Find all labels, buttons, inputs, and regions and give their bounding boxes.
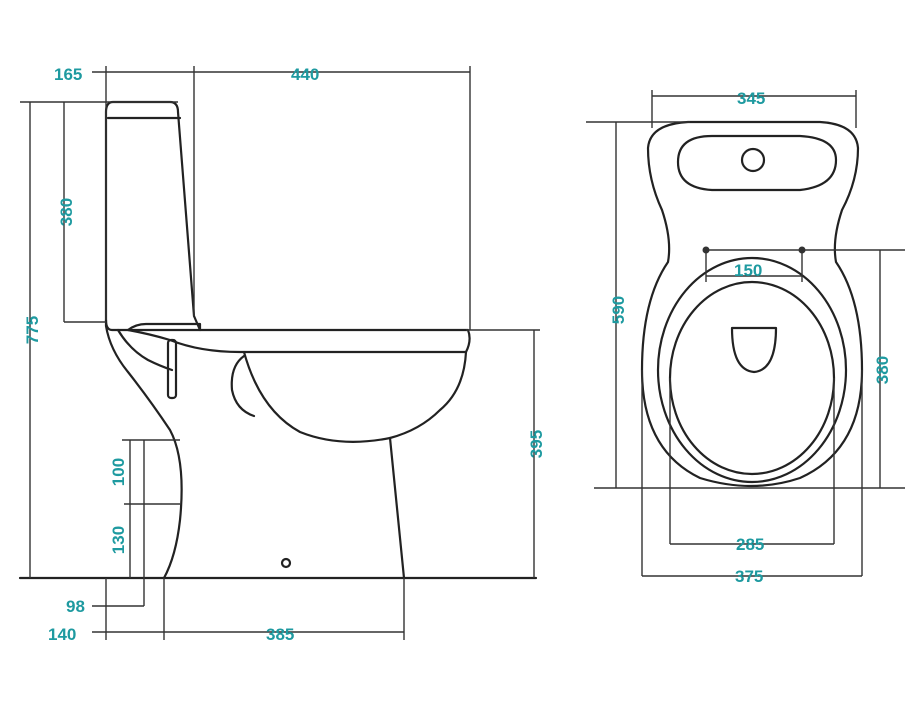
bowl-inner [242, 350, 392, 443]
cistern-outline [104, 100, 202, 332]
tank-recess [676, 134, 838, 192]
label-outlet-offset: 98 [66, 597, 85, 616]
water-outlet [730, 326, 778, 374]
label-bowl-width: 375 [735, 567, 763, 586]
label-tank-depth: 165 [54, 65, 82, 84]
label-wall-offset: 140 [48, 625, 76, 644]
side-view: 165 440 380 775 395 100 130 98 140 385 [18, 65, 546, 644]
label-seat-height: 395 [527, 430, 546, 458]
flush-pipe [166, 338, 178, 400]
bolt-hole [280, 557, 292, 569]
label-total-depth: 440 [291, 65, 319, 84]
side-dimension-lines [20, 66, 540, 640]
label-tank-height: 380 [57, 198, 76, 226]
seat-plate [126, 322, 471, 354]
pan-back-profile [104, 318, 183, 580]
flush-button [740, 147, 766, 173]
outlet-bulge [230, 354, 256, 418]
label-base-width: 285 [736, 535, 764, 554]
label-base-length: 385 [266, 625, 294, 644]
pan-back-inner [116, 328, 174, 372]
bowl-front [388, 350, 468, 580]
label-seat-length: 380 [873, 356, 892, 384]
seat-outer [656, 256, 848, 484]
label-inlet-height: 130 [109, 526, 128, 554]
top-view: 345 590 150 380 285 375 [586, 89, 905, 586]
seat-opening [668, 280, 836, 476]
top-dimension-lines [586, 90, 905, 577]
top-outline [640, 120, 864, 488]
label-tank-width: 345 [737, 89, 765, 108]
label-inlet-span: 100 [109, 458, 128, 486]
label-hinge-spacing: 150 [734, 261, 762, 280]
label-total-length: 590 [609, 296, 628, 324]
label-total-height: 775 [23, 316, 42, 344]
